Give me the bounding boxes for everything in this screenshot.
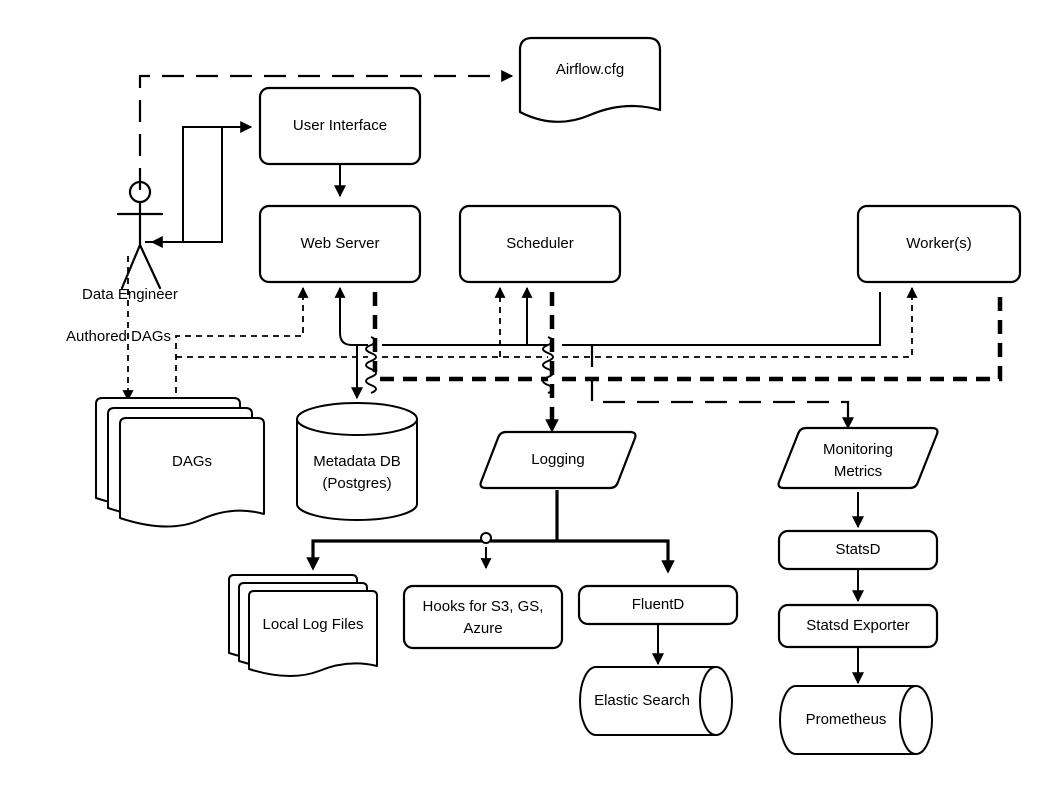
node-hooks-label-2: Azure [463, 620, 502, 637]
node-statsd-exporter[interactable]: Statsd Exporter [777, 603, 939, 649]
node-local-log-files[interactable]: Local Log Files [228, 574, 378, 678]
node-elastic-search[interactable]: Elastic Search [579, 666, 733, 736]
node-dags[interactable]: DAGs [95, 397, 265, 528]
node-fluentd[interactable]: FluentD [577, 584, 739, 626]
line-hop-left [365, 336, 377, 394]
edge-logging-to-locallogs [306, 539, 557, 571]
node-metadata-db-label-2: (Postgres) [322, 475, 391, 492]
edge-engineer-to-ui [145, 121, 253, 243]
edge-engineer-to-airflowcfg [138, 74, 505, 190]
node-logging-label: Logging [531, 451, 584, 468]
node-metadata-db[interactable]: Metadata DB (Postgres) [296, 402, 418, 521]
node-logging[interactable]: Logging [479, 430, 637, 490]
node-prometheus-label: Prometheus [806, 711, 887, 728]
edge-to-monitoring [590, 345, 850, 424]
node-data-engineer-label: Data Engineer [82, 286, 178, 303]
node-web-server[interactable]: Web Server [258, 204, 422, 284]
node-airflow-cfg[interactable]: Airflow.cfg [518, 36, 662, 123]
edge-webserver-db-bend [339, 292, 368, 346]
node-hooks[interactable]: Hooks for S3, GS, Azure [402, 584, 564, 650]
node-local-log-files-label: Local Log Files [263, 616, 364, 633]
node-elastic-search-label: Elastic Search [594, 692, 690, 709]
node-user-interface[interactable]: User Interface [258, 86, 422, 166]
node-scheduler-label: Scheduler [506, 235, 574, 252]
node-hooks-label-1: Hooks for S3, GS, [423, 598, 544, 615]
node-metadata-db-label-1: Metadata DB [313, 453, 401, 470]
edge-logging-to-fluentd [557, 539, 675, 574]
node-scheduler[interactable]: Scheduler [458, 204, 622, 284]
line-hop-mid [542, 336, 554, 394]
node-workers-label: Worker(s) [906, 235, 972, 252]
edge-label-authored-dags: Authored DAGs [66, 328, 171, 345]
node-fluentd-label: FluentD [632, 596, 685, 613]
node-workers[interactable]: Worker(s) [856, 204, 1022, 284]
node-statsd[interactable]: StatsD [777, 529, 939, 571]
node-dags-label: DAGs [172, 453, 212, 470]
edge-dags-to-webserver [175, 292, 304, 404]
branch-node-dot [480, 532, 492, 544]
node-monitoring-metrics[interactable]: Monitoring Metrics [777, 426, 939, 490]
node-statsd-exporter-label: Statsd Exporter [806, 617, 909, 634]
node-airflow-cfg-label: Airflow.cfg [556, 61, 624, 78]
node-prometheus[interactable]: Prometheus [779, 685, 933, 755]
node-user-interface-label: User Interface [293, 117, 387, 134]
node-statsd-label: StatsD [835, 541, 880, 558]
edge-db-bus-right [562, 292, 881, 346]
node-data-engineer[interactable]: Data Engineer [82, 180, 178, 303]
node-monitoring-metrics-label-1: Monitoring [823, 441, 893, 458]
edge-ui-to-engineer [150, 127, 223, 248]
edge-dags-bus-right [562, 292, 913, 358]
node-monitoring-metrics-label-2: Metrics [834, 463, 882, 480]
edge-logging-bus-right [562, 292, 1003, 382]
node-web-server-label: Web Server [301, 235, 380, 252]
